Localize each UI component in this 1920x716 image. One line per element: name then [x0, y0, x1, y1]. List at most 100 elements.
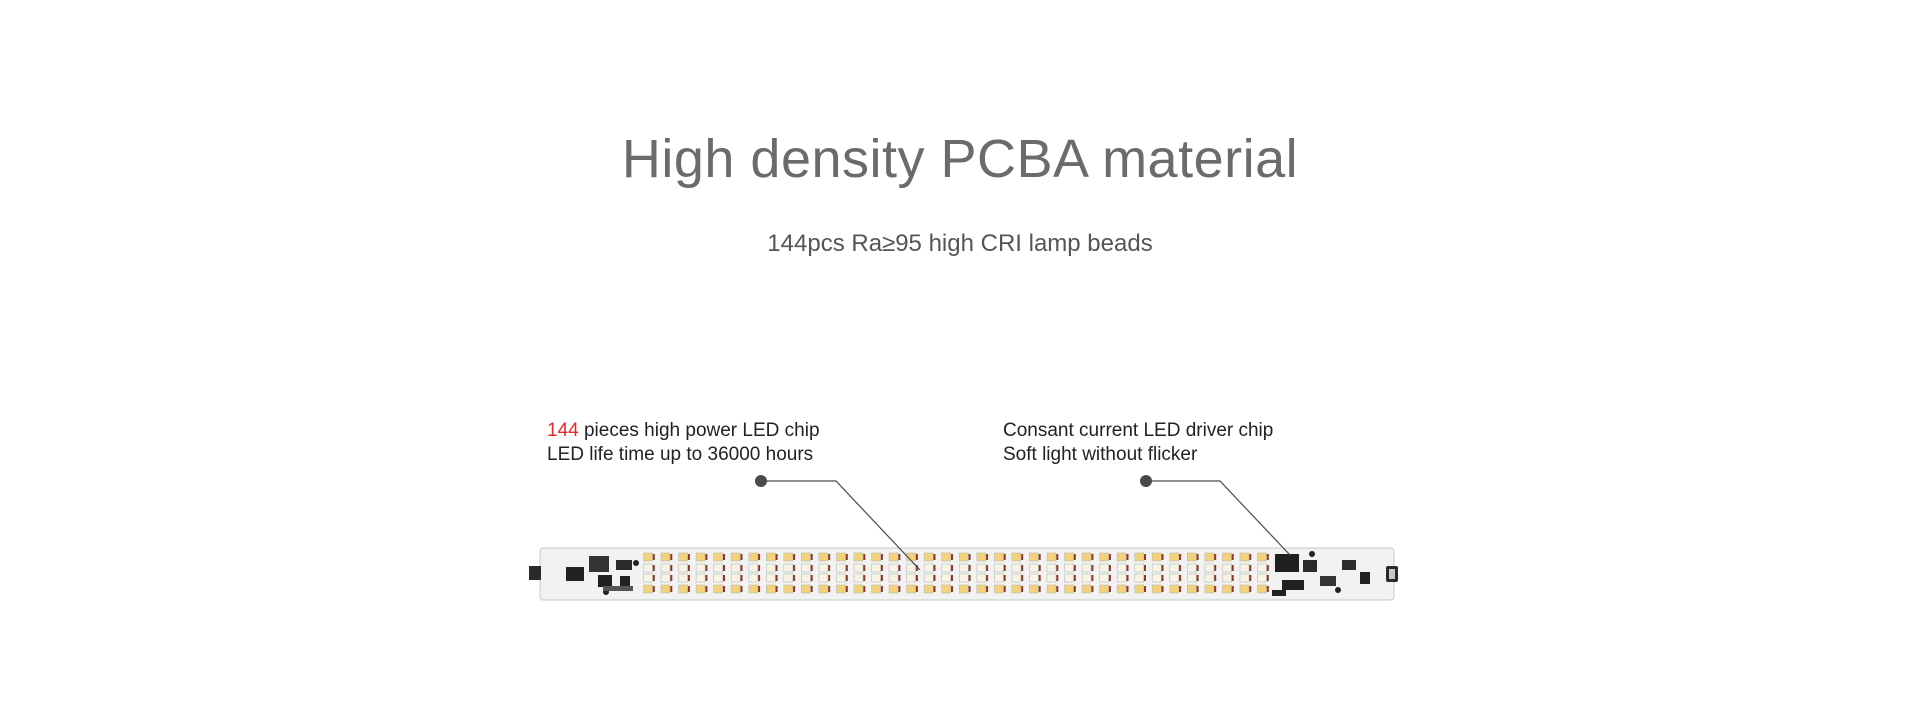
led-pad — [880, 586, 883, 592]
led-chip — [660, 573, 671, 583]
led-pad — [898, 586, 901, 592]
led-pad — [1091, 586, 1094, 592]
led-chip — [1151, 584, 1162, 594]
led-pad — [652, 565, 655, 571]
led-pad — [1056, 554, 1059, 560]
led-chip — [976, 563, 987, 573]
led-pad — [1214, 575, 1217, 581]
led-chip — [1081, 552, 1092, 562]
led-pad — [775, 586, 778, 592]
led-chip — [783, 552, 794, 562]
led-pad — [968, 586, 971, 592]
led-chip — [941, 552, 952, 562]
pointer-right — [1140, 475, 1291, 556]
led-pad — [1126, 586, 1129, 592]
led-chip — [695, 573, 706, 583]
led-pad — [705, 565, 708, 571]
led-pad — [740, 575, 743, 581]
led-chip — [1134, 573, 1144, 583]
led-pad — [810, 575, 813, 581]
led-pad — [740, 586, 743, 592]
led-pad — [1161, 554, 1164, 560]
led-chip — [1011, 573, 1022, 583]
led-chip — [801, 552, 811, 562]
led-pad — [1108, 554, 1111, 560]
led-chip — [853, 552, 864, 562]
led-pad — [986, 565, 989, 571]
led-pad — [687, 575, 690, 581]
led-pad — [845, 586, 848, 592]
led-pad — [1073, 586, 1076, 592]
led-pad — [793, 575, 796, 581]
led-chip — [765, 573, 776, 583]
led-chip — [1134, 552, 1144, 562]
driver-chip-callout: Consant current LED driver chip Soft lig… — [1003, 419, 1273, 467]
led-chip — [1081, 573, 1092, 583]
led-chip — [1187, 573, 1197, 583]
led-pad — [1179, 575, 1182, 581]
left-driver-region — [566, 556, 639, 595]
led-pad — [1003, 554, 1006, 560]
led-chip — [713, 552, 724, 562]
led-chip — [678, 563, 688, 573]
led-pad — [687, 586, 690, 592]
led-chip — [713, 584, 724, 594]
led-chip — [906, 573, 916, 583]
led-chip — [783, 573, 794, 583]
led-chip — [1169, 563, 1180, 573]
led-pad — [1056, 575, 1059, 581]
led-chip — [1046, 584, 1057, 594]
led-pad — [1126, 554, 1129, 560]
led-chip — [1257, 584, 1267, 594]
led-chip — [1169, 552, 1180, 562]
led-chip — [643, 573, 653, 583]
led-chip-callout-line-1: 144 pieces high power LED chip — [547, 419, 820, 443]
led-chip — [976, 552, 987, 562]
led-chip — [888, 573, 899, 583]
led-pad — [810, 565, 813, 571]
led-chip — [1151, 563, 1162, 573]
left-connector — [529, 566, 541, 580]
led-chip — [994, 563, 1004, 573]
led-pad — [933, 554, 936, 560]
pointer-line-left — [761, 480, 921, 571]
led-chip — [801, 584, 811, 594]
led-lifetime-text: LED life time up to 36000 hours — [547, 444, 814, 465]
led-pad — [933, 565, 936, 571]
led-pad — [740, 554, 743, 560]
led-pad — [933, 575, 936, 581]
led-chip — [818, 552, 829, 562]
led-pad — [1179, 586, 1182, 592]
driver-chip-text: Consant current LED driver chip — [1003, 420, 1274, 441]
led-pad — [951, 554, 953, 560]
led-pad — [740, 565, 743, 571]
led-pad — [1231, 554, 1234, 560]
led-chip — [888, 584, 899, 594]
led-pad — [723, 565, 725, 571]
led-pad — [1249, 575, 1252, 581]
led-chip — [730, 552, 741, 562]
led-chip — [1222, 552, 1232, 562]
led-chip — [923, 563, 934, 573]
led-pad — [986, 586, 989, 592]
led-pad — [1073, 554, 1076, 560]
led-chip — [801, 563, 811, 573]
led-chip — [1151, 573, 1162, 583]
led-pad — [1126, 575, 1129, 581]
led-pad — [986, 575, 989, 581]
led-pad — [880, 565, 883, 571]
led-pad — [1214, 554, 1217, 560]
led-pad — [1249, 554, 1252, 560]
led-chip — [765, 563, 776, 573]
led-pad — [758, 565, 761, 571]
led-chip — [1064, 552, 1074, 562]
led-pad — [880, 554, 883, 560]
led-pad — [793, 565, 796, 571]
led-chip — [765, 552, 776, 562]
led-chip-callout: 144 pieces high power LED chip LED life … — [547, 419, 820, 467]
led-chip — [976, 573, 987, 583]
led-chip — [1239, 552, 1250, 562]
led-pad — [915, 565, 918, 571]
led-chip — [1134, 563, 1144, 573]
led-pad — [705, 586, 708, 592]
